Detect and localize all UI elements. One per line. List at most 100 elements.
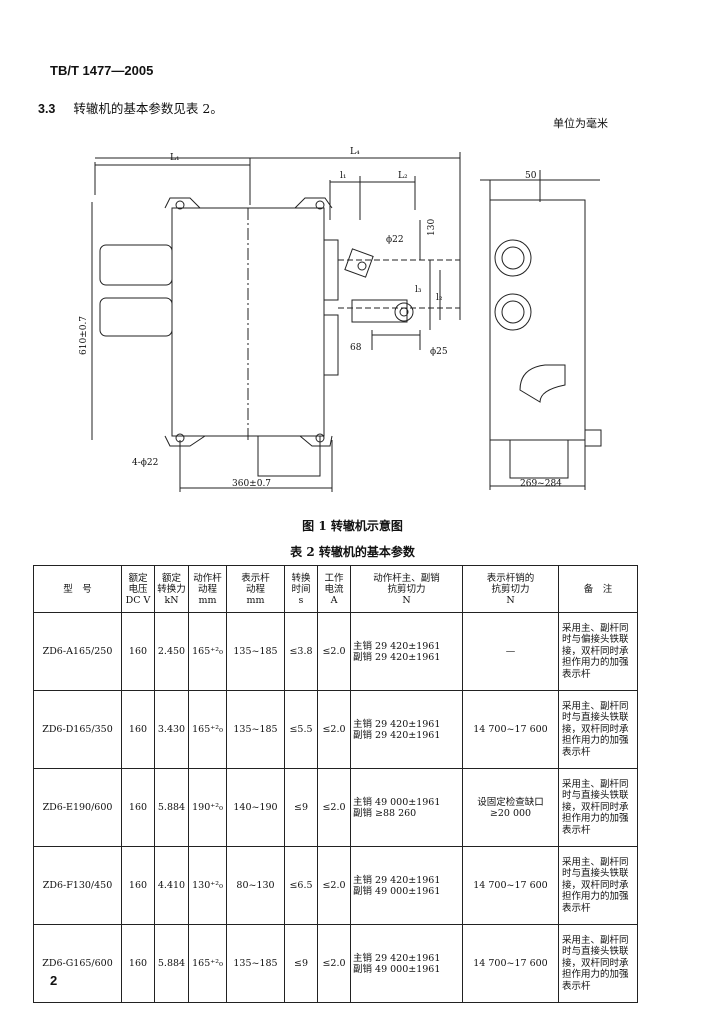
cell-line: 主销 29 420±1961 (353, 874, 441, 886)
header-text: 电流 (324, 583, 344, 595)
cell-current: ≤2.0 (317, 768, 351, 847)
cell-line: 主销 49 000±1961 (353, 796, 441, 808)
cell-line: 主销 29 420±1961 (353, 952, 441, 964)
cell-line: 设固定检查缺口 (477, 796, 544, 808)
dim-610: 610±0.7 (79, 316, 89, 355)
cell-ind-stroke: 135~185 (226, 690, 285, 769)
cell-current: ≤2.0 (317, 924, 351, 1003)
header-text: 表示杆 (241, 572, 270, 584)
cell-line: ≥20 000 (489, 807, 532, 819)
cell-line: 副销 49 000±1961 (353, 885, 441, 897)
cell-current: ≤2.0 (317, 612, 351, 691)
cell-ind-stroke: 140~190 (226, 768, 285, 847)
dim-68: 68 (350, 343, 362, 353)
header-text: 电压 (128, 583, 148, 595)
header-text: 抗剪切力 (491, 583, 530, 595)
cell-model: ZD6-E190/600 (33, 768, 122, 847)
cell-voltage: 160 (121, 846, 155, 925)
header-text: kN (164, 594, 179, 606)
header-text: 备 注 (583, 583, 613, 595)
cell-stroke: 130⁺²₀ (188, 846, 227, 925)
cell-note: 采用主、副杆同时与直接头铁联接，双杆同时承担作用力的加强表示杆 (558, 690, 638, 769)
cell-note: 采用主、副杆同时与直接头铁联接，双杆同时承担作用力的加强表示杆 (558, 768, 638, 847)
header-text: 动程 (197, 583, 217, 595)
section-number: 3.3 (38, 102, 56, 116)
header-text: 动作杆 (193, 572, 222, 584)
header-text: 额定 (128, 572, 148, 584)
header-text: 工作 (324, 572, 344, 584)
header-text: mm (198, 594, 217, 606)
dim-l3: l₃ (415, 285, 422, 295)
cell-model: ZD6-F130/450 (33, 846, 122, 925)
cell-stroke: 165⁺²₀ (188, 690, 227, 769)
header-text: N (506, 594, 515, 606)
dim-holes: 4-ϕ22 (132, 458, 158, 468)
cell-ind-shear: 14 700~17 600 (462, 690, 559, 769)
header-text: N (402, 594, 411, 606)
dim-360: 360±0.7 (232, 479, 271, 489)
cell-current: ≤2.0 (317, 846, 351, 925)
cell-voltage: 160 (121, 924, 155, 1003)
cell-model: ZD6-A165/250 (33, 612, 122, 691)
cell-time: ≤3.8 (284, 612, 318, 691)
table-caption: 表 2 转辙机的基本参数 (290, 545, 415, 559)
cell-line: 主销 29 420±1961 (353, 640, 441, 652)
header-text: A (330, 594, 338, 606)
cell-ind-shear: 14 700~17 600 (462, 924, 559, 1003)
header-text: 额定 (161, 572, 181, 584)
cell-line: 副销 29 420±1961 (353, 729, 441, 741)
cell-time: ≤9 (284, 924, 318, 1003)
cell-time: ≤9 (284, 768, 318, 847)
cell-ind-stroke: 135~185 (226, 612, 285, 691)
cell-note: 采用主、副杆同时与偏接头铁联接，双杆同时承担作用力的加强表示杆 (558, 612, 638, 691)
header-text: 动程 (245, 583, 265, 595)
cell-ind-shear: 14 700~17 600 (462, 846, 559, 925)
cell-ind-shear: — (462, 612, 559, 691)
unit-note: 单位为毫米 (553, 117, 608, 130)
cell-force: 4.410 (154, 846, 189, 925)
header-text: DC V (125, 594, 151, 606)
cell-note: 采用主、副杆同时与直接头铁联接，双杆同时承担作用力的加强表示杆 (558, 846, 638, 925)
dim-dia22: ϕ22 (386, 235, 404, 245)
cell-ind-stroke: 135~185 (226, 924, 285, 1003)
cell-force: 5.884 (154, 924, 189, 1003)
section-3-3: 3.3 转辙机的基本参数见表 2。 (38, 98, 223, 117)
cell-line: 副销 ≥88 260 (353, 807, 417, 819)
dim-50: 50 (525, 171, 537, 181)
cell-voltage: 160 (121, 690, 155, 769)
switch-machine-diagram: L₁ L₄ l₁ L₂ 50 130 ϕ22 ϕ25 68 l₃ l₂ 610±… (79, 147, 602, 492)
section-text: 转辙机的基本参数见表 2。 (73, 101, 223, 116)
header-text: s (298, 594, 304, 606)
dim-269: 269~284 (520, 479, 562, 489)
cell-line: 副销 29 420±1961 (353, 651, 441, 663)
dim-L1: L₁ (170, 153, 180, 163)
cell-force: 5.884 (154, 768, 189, 847)
cell-time: ≤6.5 (284, 846, 318, 925)
figure-caption: 图 1 转辙机示意图 (302, 519, 403, 533)
header-text: 动作杆主、副销 (373, 572, 440, 584)
dim-dia25: ϕ25 (430, 347, 448, 357)
cell-model: ZD6-D165/350 (33, 690, 122, 769)
header-text: mm (246, 594, 265, 606)
cell-line: 副销 49 000±1961 (353, 963, 441, 975)
